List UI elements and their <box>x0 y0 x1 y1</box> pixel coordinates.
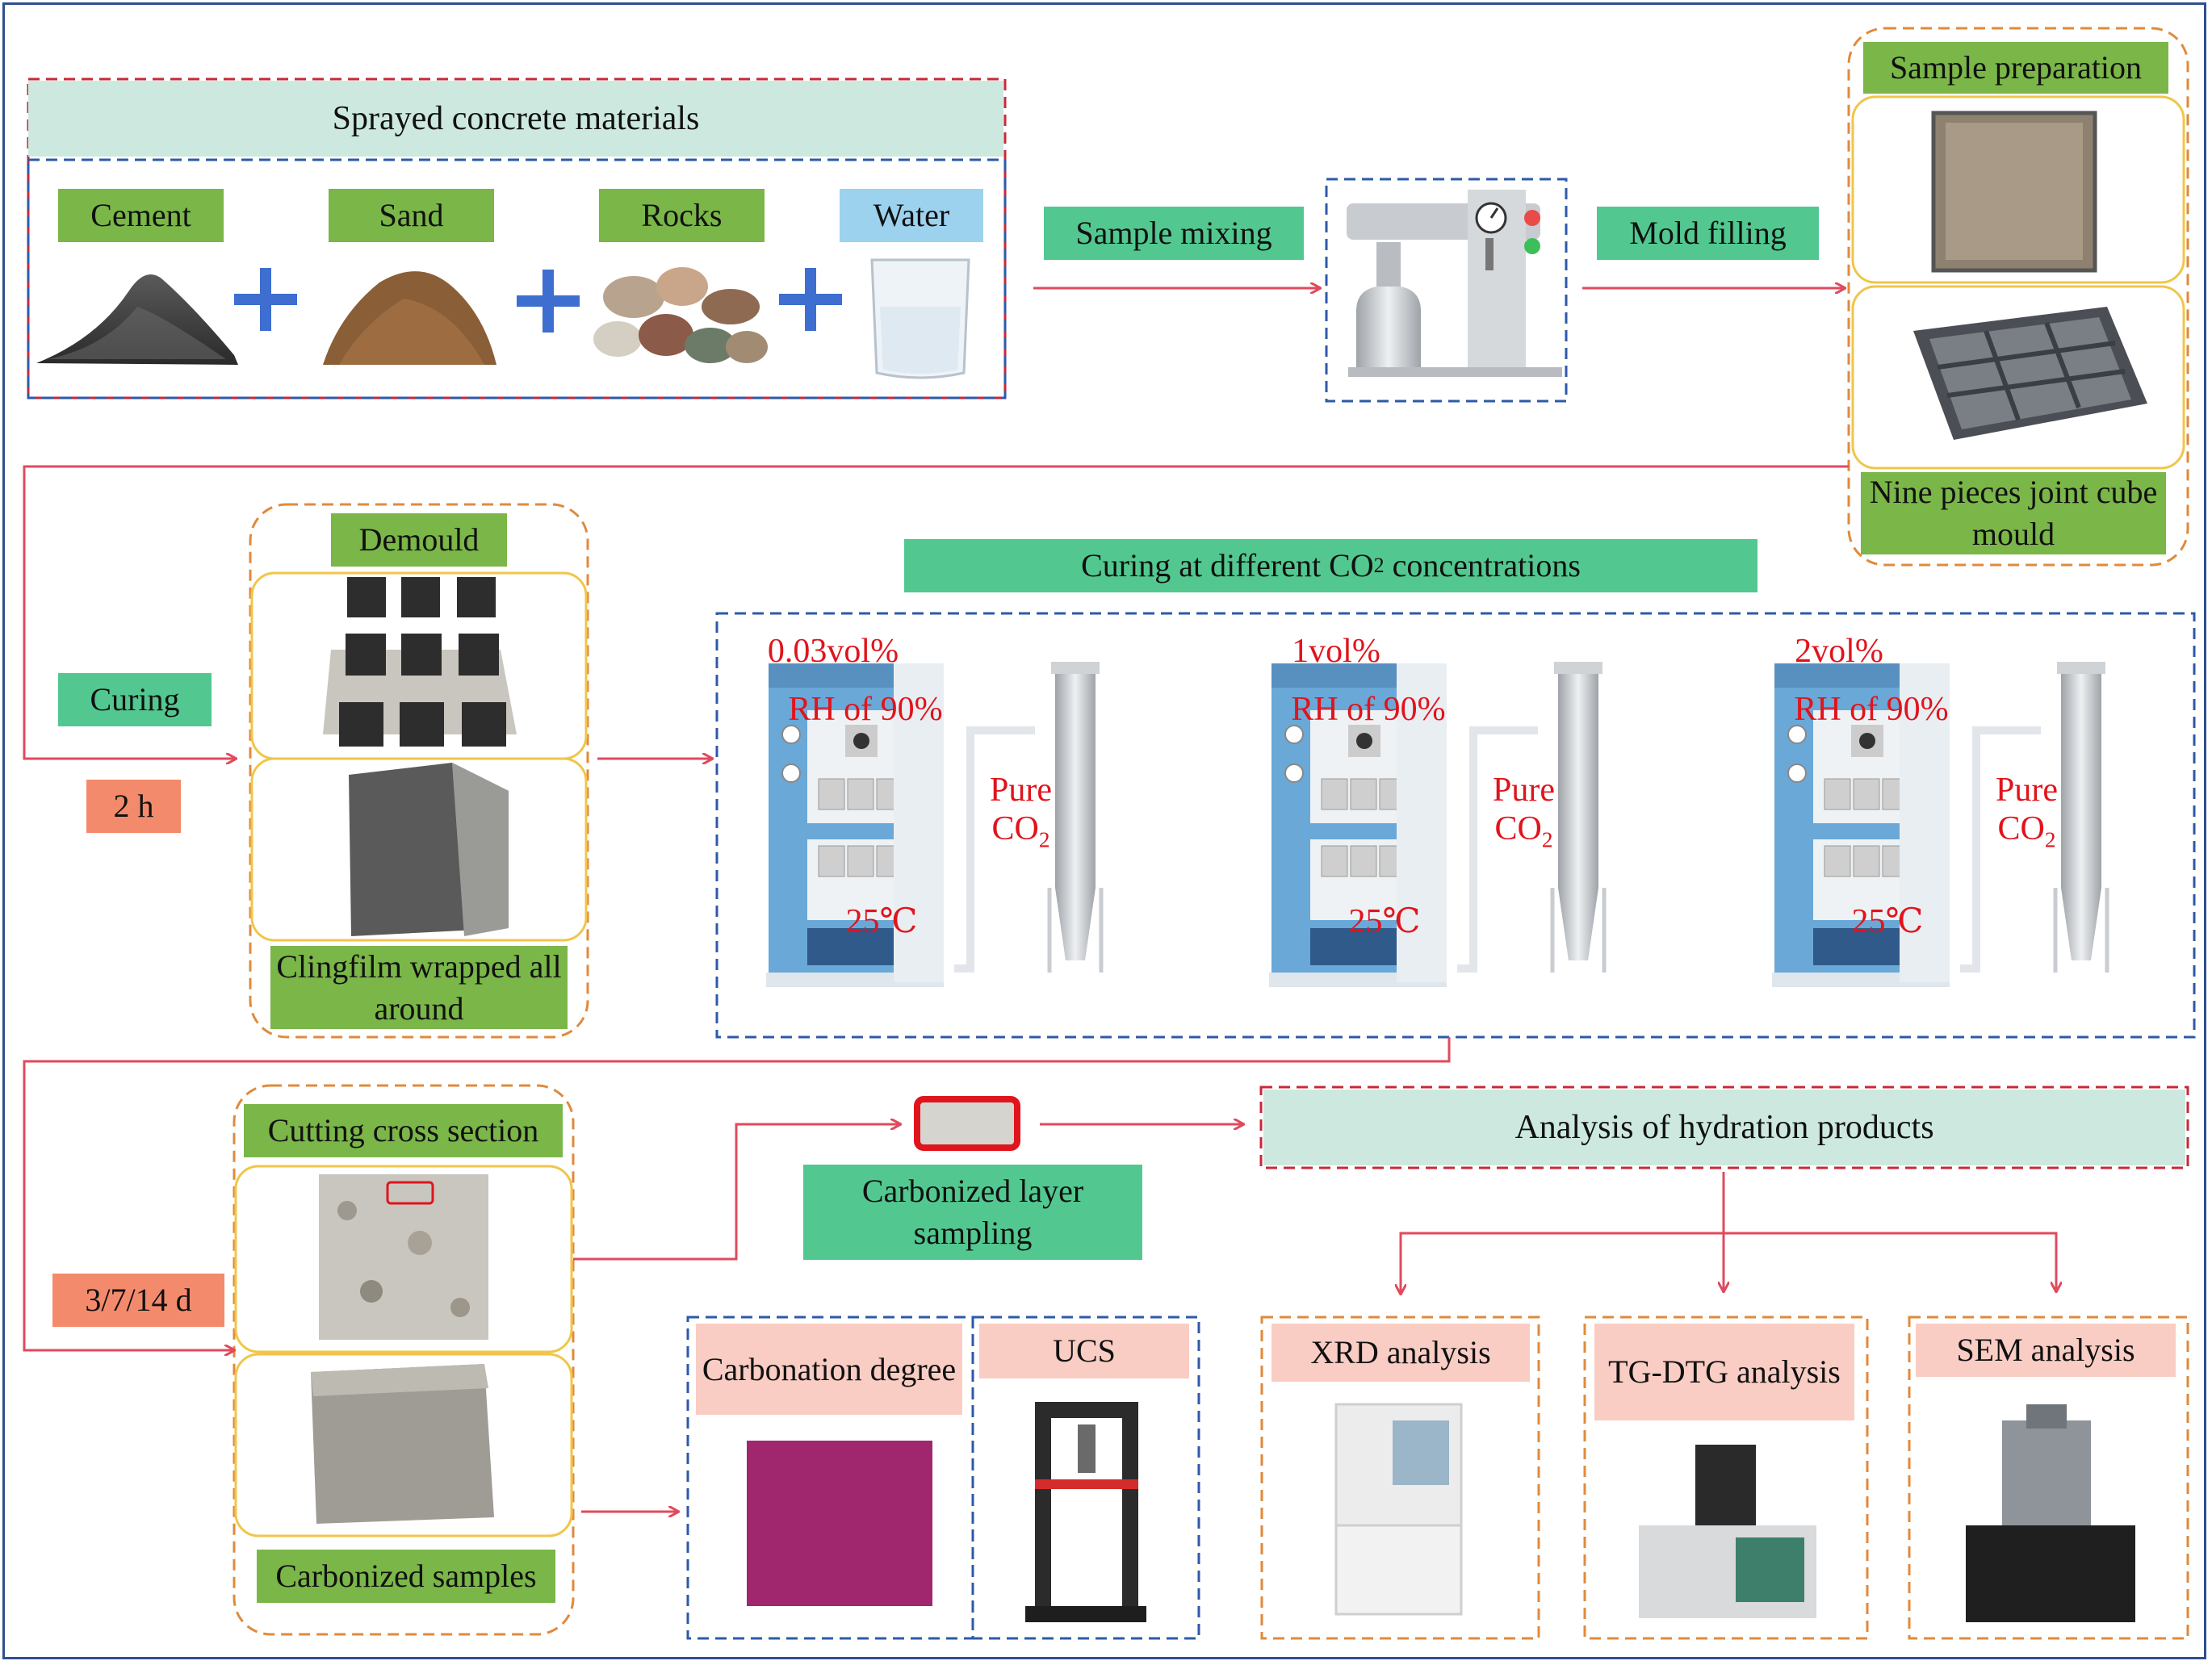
sand-label: Sand <box>329 189 494 242</box>
cross-section-image <box>319 1174 488 1340</box>
materials-title-frame <box>27 77 1007 400</box>
curing-time-label: 2 h <box>86 780 181 833</box>
carbonized-samples-label: Carbonized samples <box>257 1550 555 1603</box>
mould-empty-frame <box>1851 285 2185 470</box>
sample-preparation-label: Sample preparation <box>1863 42 2168 94</box>
mould-filled-frame <box>1851 95 2185 284</box>
mold-filling-label: Mold filling <box>1597 207 1819 260</box>
ages-label: 3/7/14 d <box>52 1274 224 1327</box>
ucs-box <box>971 1316 1200 1640</box>
clingfilm-image-frame <box>250 757 588 942</box>
chamber-2-gas-main: Pure <box>1493 772 1555 809</box>
chamber-3-humidity: RH of 90% <box>1794 691 1949 728</box>
phenolphthalein-image <box>747 1441 932 1606</box>
xrd-box <box>1260 1316 1540 1640</box>
carbonized-layer-label: Carbonized layer sampling <box>803 1165 1142 1260</box>
chamber-2-illustration <box>1269 662 1607 987</box>
chamber-1-temperature: 25℃ <box>845 903 918 940</box>
cube-mould-label: Nine pieces joint cube mould <box>1861 472 2166 554</box>
carbonized-cube-frame <box>234 1353 573 1537</box>
ucs-machine-image <box>1025 1402 1146 1622</box>
tg-instrument-image <box>1639 1445 1816 1618</box>
chamber-3-gas-formula: CO2 <box>1988 809 2065 853</box>
chamber-1-illustration <box>766 662 1104 987</box>
cutting-cross-section-label: Cutting cross section <box>244 1104 563 1157</box>
chamber-2-gas-co: CO <box>1494 810 1542 848</box>
cross-section-frame <box>234 1165 573 1353</box>
demould-label: Demould <box>331 513 507 567</box>
carbonized-layer-sample-image <box>914 1096 1020 1151</box>
sem-box <box>1908 1316 2189 1640</box>
empty-cube-mould-image <box>1913 307 2147 440</box>
demoulded-cubes-image <box>323 577 517 747</box>
curing-chambers-box <box>715 612 2196 1039</box>
chamber-3-gas-co: CO <box>1997 810 2045 848</box>
cement-pile-image <box>36 274 238 365</box>
xrd-label: XRD analysis <box>1271 1324 1530 1382</box>
sem-instrument-image <box>1966 1404 2135 1622</box>
tg-label: TG-DTG analysis <box>1594 1324 1854 1420</box>
carbonation-degree-label: Carbonation degree <box>696 1324 962 1415</box>
chamber-1-humidity: RH of 90% <box>788 691 943 728</box>
analysis-title: Analysis of hydration products <box>1263 1090 2185 1165</box>
chamber-graphics <box>766 662 2109 987</box>
chamber-3-gas-main: Pure <box>1996 772 2058 809</box>
clingfilm-label: Clingfilm wrapped all around <box>270 946 568 1029</box>
chamber-2-temperature: 25℃ <box>1348 903 1421 940</box>
chamber-2-concentration: 1vol% <box>1292 633 1380 670</box>
sem-label: SEM analysis <box>1916 1324 2176 1377</box>
curing-co2-title-subscript: 2 <box>1373 554 1385 578</box>
demould-box <box>249 503 589 1039</box>
plus-signs <box>234 268 842 333</box>
materials-title: Sprayed concrete materials <box>28 81 1003 157</box>
mixer-machine-image <box>1347 190 1562 377</box>
cement-label: Cement <box>58 189 224 242</box>
ucs-label: UCS <box>979 1324 1189 1378</box>
chamber-2-gas-formula: CO2 <box>1485 809 1562 853</box>
water-label: Water <box>840 189 983 242</box>
chamber-2-gas-subscript: 2 <box>1541 827 1553 852</box>
curing-co2-title-end: concentrations <box>1384 547 1581 584</box>
water-beaker-image <box>870 258 970 379</box>
wrapped-sample-image <box>349 763 509 936</box>
xrd-instrument-image <box>1334 1403 1463 1616</box>
sample-preparation-box <box>1847 27 2189 567</box>
cutting-box <box>233 1084 575 1636</box>
chamber-1-gas-subscript: 2 <box>1038 827 1050 852</box>
chamber-1-concentration: 0.03vol% <box>767 633 899 670</box>
analysis-title-frame <box>1259 1086 2189 1169</box>
rocks-image <box>593 267 768 363</box>
sand-pile-image <box>323 271 496 365</box>
curing-co2-title-main: Curing at different CO <box>1081 547 1374 584</box>
materials-box <box>27 158 1007 400</box>
carbonized-cube-image <box>311 1364 494 1524</box>
arrows <box>23 288 2056 1512</box>
sample-mixing-label: Sample mixing <box>1044 207 1304 260</box>
curing-label: Curing <box>58 673 212 726</box>
filled-mould-image <box>1931 111 2097 273</box>
chamber-1-gas-main: Pure <box>990 772 1052 809</box>
rocks-label: Rocks <box>599 189 765 242</box>
chamber-1-gas-co: CO <box>991 810 1039 848</box>
chamber-1-gas-formula: CO2 <box>982 809 1059 853</box>
chamber-2-humidity: RH of 90% <box>1291 691 1446 728</box>
chamber-3-gas-subscript: 2 <box>2044 827 2056 852</box>
chamber-3-concentration: 2vol% <box>1795 633 1883 670</box>
chamber-3-illustration <box>1772 662 2109 987</box>
chamber-3-temperature: 25℃ <box>1851 903 1924 940</box>
